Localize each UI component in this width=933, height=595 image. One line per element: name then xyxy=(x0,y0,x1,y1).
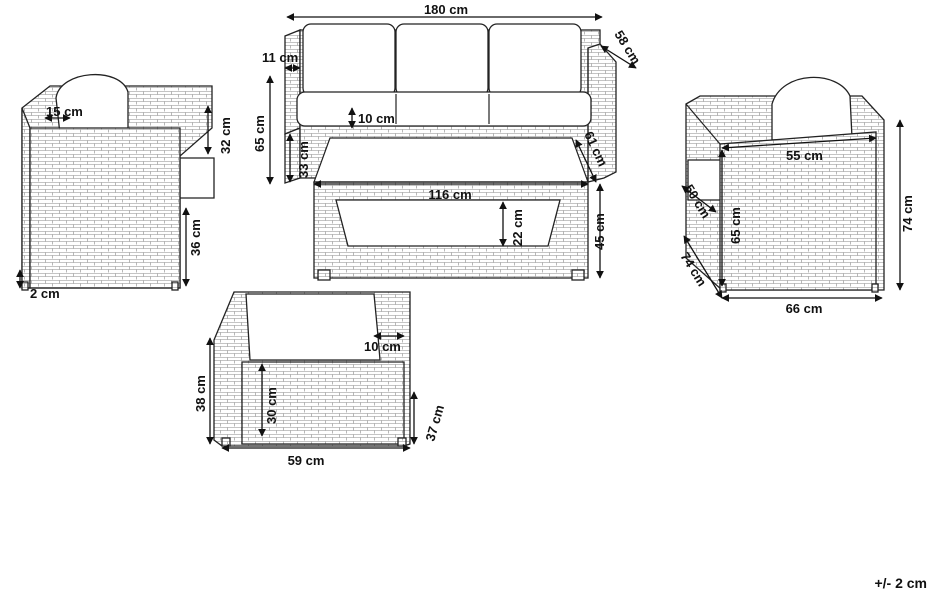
armchair-right-total-height-label: 65 cm xyxy=(728,207,743,244)
armchair-right-height-label: 74 cm xyxy=(900,195,915,232)
armchair-left-arm-height-label: 36 cm xyxy=(188,219,203,256)
dimension-labels: 180 cm 58 cm 11 cm 65 cm 10 cm 33 cm 61 … xyxy=(30,2,915,468)
armchair-left-illustration xyxy=(21,73,215,291)
table-height-label: 45 cm xyxy=(592,213,607,250)
armchair-right-width-label: 66 cm xyxy=(786,301,823,316)
armchair-left-arm-width-label: 15 cm xyxy=(46,104,83,119)
sofa-seat-cushion-label: 10 cm xyxy=(358,111,395,126)
sofa-seat-height-label: 33 cm xyxy=(296,141,311,178)
table-width-label: 116 cm xyxy=(428,187,471,202)
sofa-arm-width-label: 11 cm xyxy=(262,50,298,65)
dimension-lines xyxy=(16,13,904,452)
sofa-height-label: 65 cm xyxy=(252,115,267,152)
ottoman-cushion-label: 10 cm xyxy=(364,339,401,354)
armchair-left-leg-height-label: 2 cm xyxy=(30,286,60,301)
ottoman-depth-label: 37 cm xyxy=(422,403,447,443)
armchair-left-back-label: 32 cm xyxy=(218,117,233,154)
table-shelf-gap-label: 22 cm xyxy=(510,209,525,246)
coffee-table-illustration xyxy=(313,137,589,281)
ottoman-inner-height-label: 30 cm xyxy=(264,387,279,424)
tolerance-note: +/- 2 cm xyxy=(874,575,927,591)
sofa-depth-label: 58 cm xyxy=(611,28,643,67)
sofa-width-label: 180 cm xyxy=(424,2,468,17)
armchair-right-seat-width-label: 55 cm xyxy=(786,148,823,163)
armchair-right-illustration xyxy=(685,76,885,293)
ottoman-height-label: 38 cm xyxy=(193,375,208,412)
ottoman-width-label: 59 cm xyxy=(288,453,325,468)
ottoman-illustration xyxy=(213,291,411,447)
